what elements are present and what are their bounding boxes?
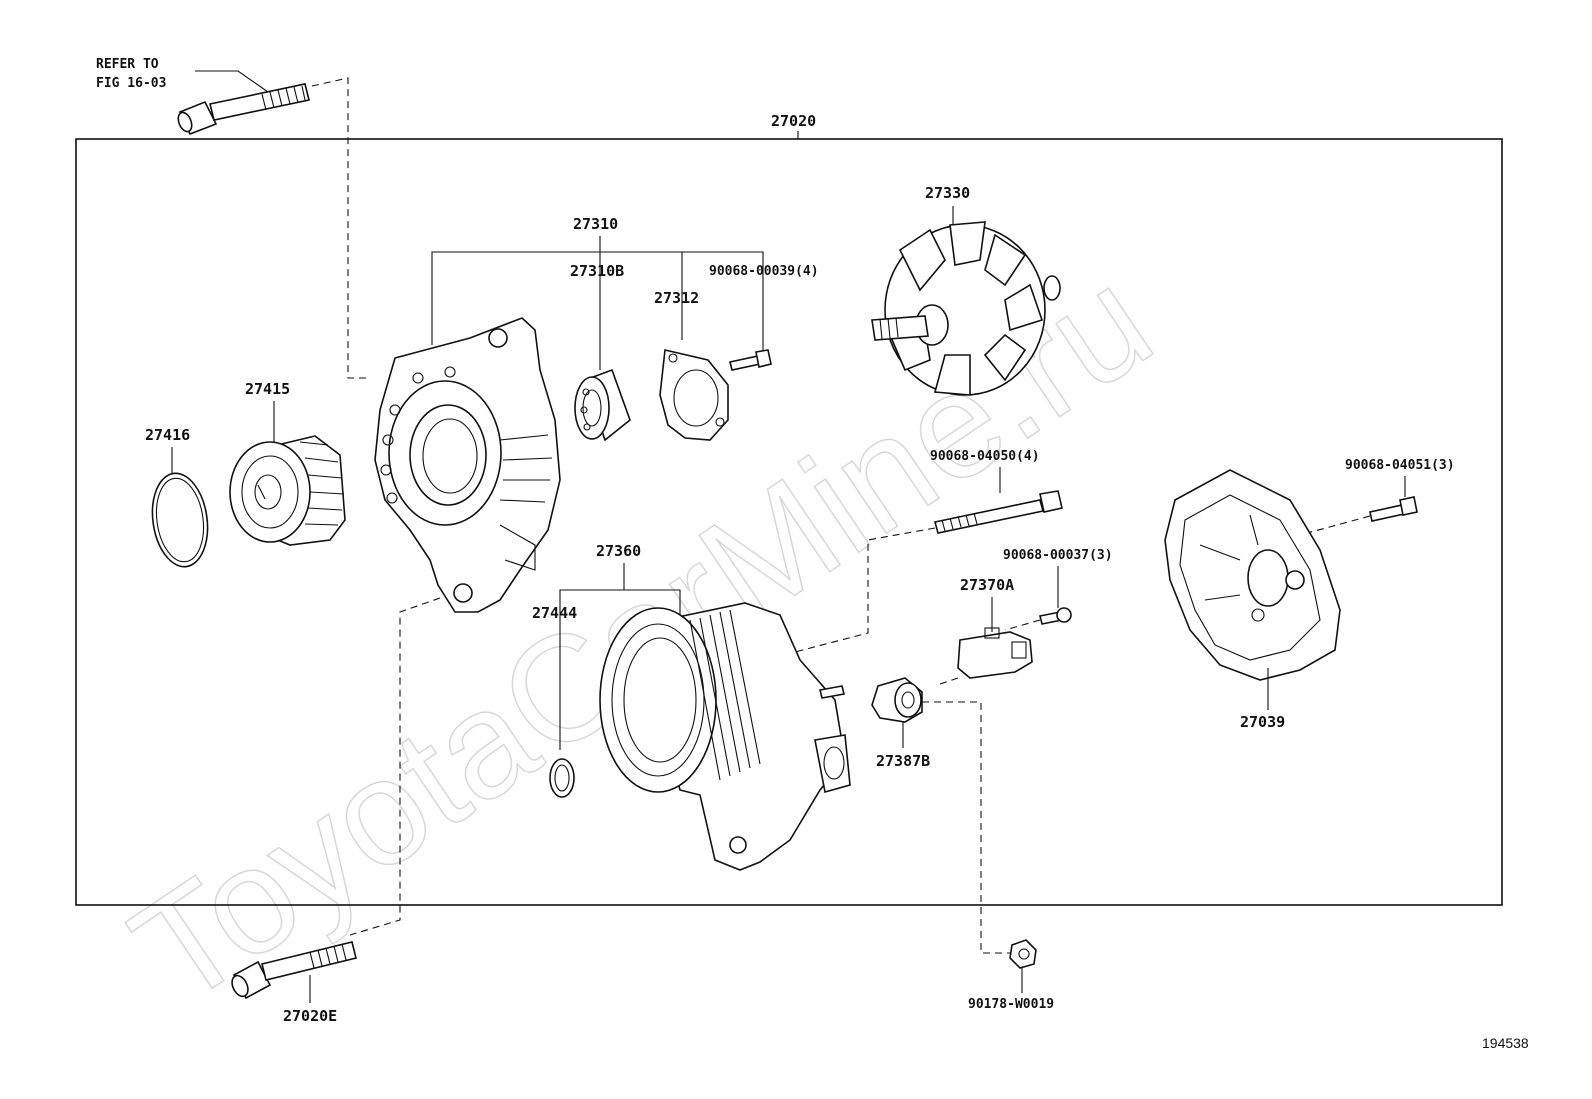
bolt-27020E bbox=[231, 941, 357, 1000]
nut-90178-W0019 bbox=[1009, 939, 1037, 969]
refer-to-note-line2[interactable]: FIG 16-03 bbox=[96, 76, 166, 91]
label-27310[interactable]: 27310 bbox=[573, 215, 618, 233]
label-27020E[interactable]: 27020E bbox=[283, 1007, 337, 1025]
pulley bbox=[229, 435, 346, 546]
drive-end-frame bbox=[374, 317, 561, 613]
screw-90068-00039 bbox=[729, 349, 772, 371]
refer-to-note-line1[interactable]: REFER TO bbox=[96, 57, 159, 72]
figure-number: 194538 bbox=[1482, 1035, 1529, 1051]
label-27312[interactable]: 27312 bbox=[654, 289, 699, 307]
label-90068-04050[interactable]: 90068-04050(4) bbox=[930, 449, 1040, 464]
label-27360[interactable]: 27360 bbox=[596, 542, 641, 560]
label-90178-W0019[interactable]: 90178-W0019 bbox=[968, 997, 1054, 1012]
assembly-frame bbox=[75, 138, 1503, 906]
label-90068-04051[interactable]: 90068-04051(3) bbox=[1345, 458, 1455, 473]
label-27039[interactable]: 27039 bbox=[1240, 713, 1285, 731]
label-27370A[interactable]: 27370A bbox=[960, 576, 1014, 594]
top-through-bolt bbox=[177, 83, 310, 136]
through-bolt-90068-04050 bbox=[934, 490, 1063, 534]
label-90068-00039[interactable]: 90068-00039(4) bbox=[709, 264, 819, 279]
o-ring bbox=[549, 758, 575, 798]
label-27020[interactable]: 27020 bbox=[771, 112, 816, 130]
brush-holder bbox=[957, 627, 1033, 679]
terminal-insulator bbox=[871, 677, 923, 723]
screw-90068-00037 bbox=[1039, 607, 1072, 625]
rectifier-end-frame bbox=[599, 602, 851, 871]
bearing bbox=[574, 368, 631, 442]
label-90068-00037[interactable]: 90068-00037(3) bbox=[1003, 548, 1113, 563]
label-27415[interactable]: 27415 bbox=[245, 380, 290, 398]
bolt-90068-04051 bbox=[1369, 496, 1418, 522]
rear-end-cover bbox=[1164, 469, 1341, 681]
pulley-cap bbox=[151, 472, 209, 568]
label-27330[interactable]: 27330 bbox=[925, 184, 970, 202]
label-27416[interactable]: 27416 bbox=[145, 426, 190, 444]
label-27444[interactable]: 27444 bbox=[532, 604, 577, 622]
rotor bbox=[871, 221, 1061, 396]
label-27310B[interactable]: 27310B bbox=[570, 262, 624, 280]
bearing-retainer bbox=[659, 349, 729, 441]
label-27387B[interactable]: 27387B bbox=[876, 752, 930, 770]
